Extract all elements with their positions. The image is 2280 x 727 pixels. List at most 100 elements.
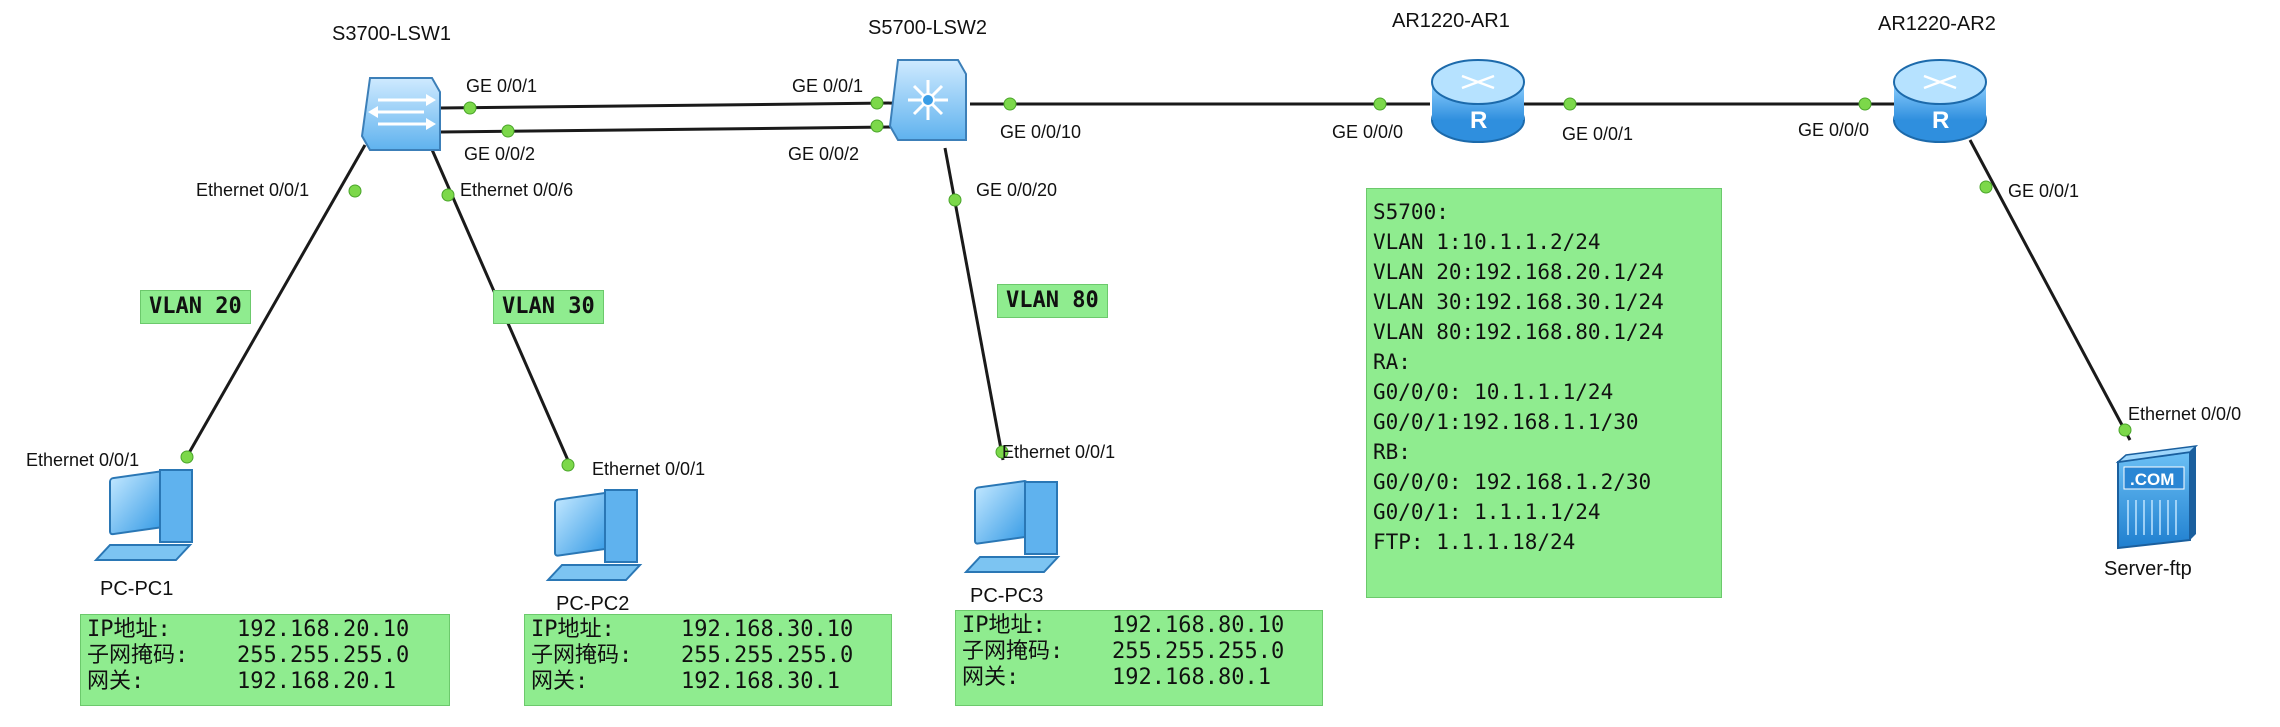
config-line: G0/0/1:192.168.1.1/30 <box>1373 410 1639 434</box>
server-com-text: .COM <box>2130 470 2174 489</box>
port-label: GE 0/0/0 <box>1798 120 1869 140</box>
device-label-pc1: PC-PC1 <box>100 578 173 600</box>
pc-icon <box>974 480 1028 545</box>
ip-value: 192.168.80.10 <box>1112 613 1285 638</box>
port-dot <box>348 184 362 198</box>
server-icon <box>2123 466 2185 490</box>
mask-label: 子网掩码: <box>87 643 189 668</box>
router-ar2[interactable]: R AR1220-AR2 <box>1878 13 1996 143</box>
gateway-label: 网关: <box>962 665 1020 690</box>
port-dot <box>441 188 455 202</box>
ip-value: 192.168.20.10 <box>237 617 410 642</box>
mask-label: 子网掩码: <box>962 639 1064 664</box>
router-ar1[interactable]: R AR1220-AR1 <box>1392 10 1525 143</box>
vlan-80-tag: VLAN 80 <box>997 284 1108 318</box>
port-dots <box>180 96 2132 472</box>
port-label: GE 0/0/2 <box>788 144 859 164</box>
port-labels: GE 0/0/1 GE 0/0/2 GE 0/0/1 GE 0/0/2 GE 0… <box>26 76 2241 479</box>
gateway-label: 网关: <box>531 669 589 694</box>
port-label: Ethernet 0/0/1 <box>592 459 705 479</box>
port-dot <box>1979 180 1993 194</box>
device-label-ar2: AR1220-AR2 <box>1878 13 1996 35</box>
pc1-info-note: IP地址: 192.168.20.10 子网掩码: 255.255.255.0 网关… <box>80 614 450 706</box>
mask-value: 255.255.255.0 <box>1112 639 1285 664</box>
config-line: S5700: <box>1373 200 1449 224</box>
server-ftp[interactable]: .COM Server-ftp <box>2104 444 2199 580</box>
router-r-glyph: R <box>1932 107 1949 134</box>
port-label: Ethernet 0/0/1 <box>26 450 139 470</box>
link-lsw1-lsw2-ge2[interactable] <box>439 125 896 134</box>
switch-lsw2[interactable]: S5700-LSW2 <box>868 17 987 141</box>
config-line: G0/0/0: 192.168.1.2/30 <box>1373 470 1652 494</box>
port-label: Ethernet 0/0/1 <box>1002 442 1115 462</box>
ip-label: IP地址: <box>531 617 615 642</box>
gateway-value: 192.168.30.1 <box>681 669 840 694</box>
vlan-30-tag: VLAN 30 <box>493 290 604 324</box>
ip-config-note: S5700: VLAN 1:10.1.1.2/24 VLAN 20:192.16… <box>1366 188 1722 598</box>
link-lsw1-pc1[interactable] <box>183 144 367 461</box>
port-label: GE 0/0/0 <box>1332 122 1403 142</box>
switch-lsw1[interactable]: S3700-LSW1 <box>332 23 451 151</box>
pc-pc2[interactable]: PC-PC2 <box>545 489 643 615</box>
pc-icon <box>109 470 163 536</box>
port-label: GE 0/0/1 <box>466 76 537 96</box>
config-line: VLAN 30:192.168.30.1/24 <box>1373 290 1664 314</box>
ip-label: IP地址: <box>87 617 171 642</box>
config-line: FTP: 1.1.1.18/24 <box>1373 530 1576 554</box>
port-dot <box>870 119 884 133</box>
port-dot <box>948 193 962 207</box>
device-label-pc3: PC-PC3 <box>970 585 1043 607</box>
port-dot <box>561 458 575 472</box>
link-lsw1-lsw2-ge1[interactable] <box>439 101 896 110</box>
port-label: GE 0/0/20 <box>976 180 1057 200</box>
port-dot <box>995 445 1009 459</box>
port-label: GE 0/0/10 <box>1000 122 1081 142</box>
ip-value: 192.168.30.10 <box>681 617 854 642</box>
port-dot <box>1003 97 1017 111</box>
port-dot <box>1373 97 1387 111</box>
config-line: G0/0/0: 10.1.1.1/24 <box>1373 380 1614 404</box>
config-line: VLAN 1:10.1.1.2/24 <box>1373 230 1601 254</box>
gateway-label: 网关: <box>87 669 145 694</box>
mask-label: 子网掩码: <box>531 643 633 668</box>
ip-label: IP地址: <box>962 613 1046 638</box>
port-label: GE 0/0/2 <box>464 144 535 164</box>
vlan-20-tag: VLAN 20 <box>140 290 251 324</box>
port-dot <box>501 124 515 138</box>
device-label-lsw1: S3700-LSW1 <box>332 23 451 45</box>
port-dot <box>1563 97 1577 111</box>
port-dot <box>870 96 884 110</box>
config-line: RA: <box>1373 350 1411 374</box>
switch-icon <box>360 77 441 151</box>
device-label-lsw2: S5700-LSW2 <box>868 17 987 39</box>
pc-pc1[interactable]: PC-PC1 <box>93 469 193 600</box>
config-line: VLAN 20:192.168.20.1/24 <box>1373 260 1664 284</box>
port-dot <box>2118 423 2132 437</box>
port-dot <box>463 101 477 115</box>
port-label: GE 0/0/1 <box>792 76 863 96</box>
port-dot <box>180 450 194 464</box>
link-ar2-server[interactable] <box>1968 139 2132 441</box>
config-line: G0/0/1: 1.1.1.1/24 <box>1373 500 1601 524</box>
device-label-ar1: AR1220-AR1 <box>1392 10 1510 32</box>
mask-value: 255.255.255.0 <box>237 643 410 668</box>
gateway-value: 192.168.80.1 <box>1112 665 1271 690</box>
config-line: VLAN 80:192.168.80.1/24 <box>1373 320 1664 344</box>
port-label: GE 0/0/1 <box>1562 124 1633 144</box>
port-dot <box>1858 97 1872 111</box>
port-label: Ethernet 0/0/1 <box>196 180 309 200</box>
port-label: Ethernet 0/0/0 <box>2128 404 2241 424</box>
pc3-info-note: IP地址: 192.168.80.10 子网掩码: 255.255.255.0 网关… <box>955 610 1323 706</box>
mask-value: 255.255.255.0 <box>681 643 854 668</box>
gateway-value: 192.168.20.1 <box>237 669 396 694</box>
device-label-server: Server-ftp <box>2104 558 2192 580</box>
router-r-glyph: R <box>1470 107 1487 134</box>
config-line: RB: <box>1373 440 1411 464</box>
pc-pc3[interactable]: PC-PC3 <box>963 480 1061 607</box>
port-label: GE 0/0/1 <box>2008 181 2079 201</box>
pc-icon <box>554 492 608 557</box>
port-label: Ethernet 0/0/6 <box>460 180 573 200</box>
device-label-pc2: PC-PC2 <box>556 593 629 615</box>
pc2-info-note: IP地址: 192.168.30.10 子网掩码: 255.255.255.0 网关… <box>524 614 892 706</box>
